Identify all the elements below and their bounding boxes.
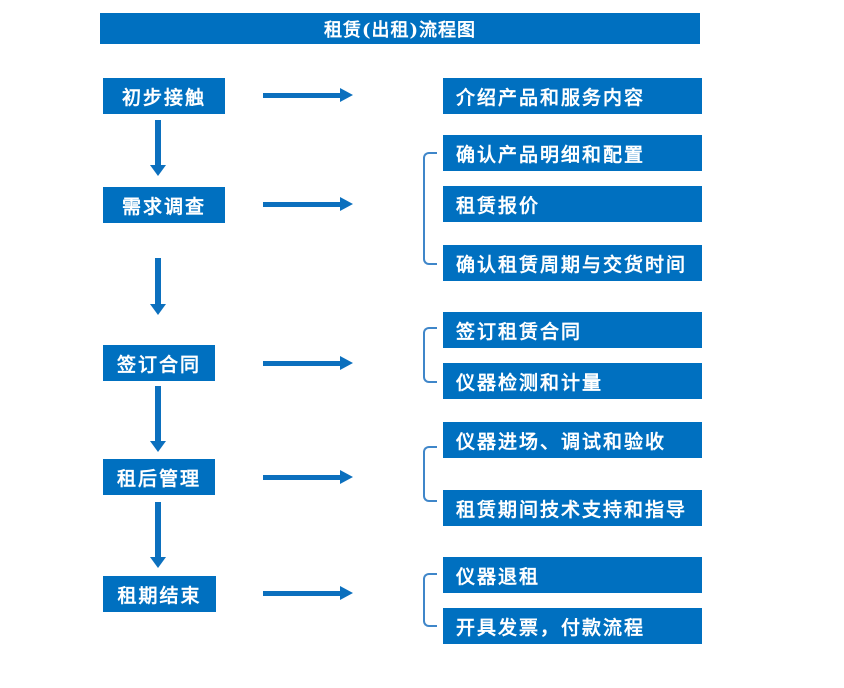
step-box-initial-contact: 初步接触 (103, 78, 225, 114)
arrow-head (150, 557, 166, 568)
output-label: 确认产品明细和配置 (456, 143, 646, 166)
output-box-introduce-products: 介绍产品和服务内容 (443, 78, 702, 114)
arrow-head (150, 165, 166, 176)
output-label: 租赁报价 (456, 194, 541, 217)
arrow-right-icon (263, 197, 353, 211)
group-bracket (423, 152, 437, 265)
output-box-sign-lease-contract: 签订租赁合同 (443, 312, 702, 348)
step-label: 租期结束 (117, 584, 202, 607)
arrow-right-icon (263, 356, 353, 370)
title-banner: 租赁(出租)流程图 (100, 13, 700, 44)
arrow-shaft (155, 386, 161, 441)
step-label: 需求调查 (121, 195, 206, 218)
output-box-confirm-product-details: 确认产品明细和配置 (443, 135, 702, 171)
step-label: 签订合同 (116, 353, 201, 376)
arrow-head (340, 586, 353, 600)
arrow-head (340, 197, 353, 211)
step-label: 初步接触 (121, 86, 206, 109)
arrow-shaft (263, 361, 341, 366)
output-label: 租赁期间技术支持和指导 (456, 498, 688, 521)
arrow-shaft (263, 93, 341, 98)
step-box-demand-survey: 需求调查 (103, 187, 225, 223)
output-label: 签订租赁合同 (456, 320, 583, 343)
group-bracket (423, 327, 437, 383)
arrow-shaft (263, 202, 341, 207)
arrow-shaft (263, 475, 341, 480)
arrow-head (340, 470, 353, 484)
output-box-instrument-setup-acceptance: 仪器进场、调试和验收 (443, 422, 702, 458)
output-box-rental-quotation: 租赁报价 (443, 186, 702, 222)
page-title: 租赁(出租)流程图 (323, 19, 477, 41)
arrow-head (150, 441, 166, 452)
output-label: 开具发票，付款流程 (456, 616, 646, 639)
arrow-down-icon (150, 258, 166, 315)
arrow-shaft (263, 591, 341, 596)
group-bracket (423, 446, 437, 502)
arrow-head (340, 356, 353, 370)
output-label: 确认租赁周期与交货时间 (456, 253, 688, 276)
step-box-post-rental-management: 租后管理 (103, 459, 215, 495)
step-label: 租后管理 (116, 467, 201, 490)
output-label: 仪器检测和计量 (456, 371, 604, 394)
output-label: 介绍产品和服务内容 (456, 86, 646, 109)
output-box-confirm-lease-period: 确认租赁周期与交货时间 (443, 245, 702, 281)
arrow-shaft (155, 502, 161, 557)
step-box-lease-end: 租期结束 (103, 576, 216, 612)
arrow-down-icon (150, 120, 166, 176)
arrow-right-icon (263, 470, 353, 484)
arrow-head (340, 88, 353, 102)
output-label: 仪器进场、调试和验收 (456, 430, 667, 453)
arrow-right-icon (263, 88, 353, 102)
step-box-sign-contract: 签订合同 (103, 345, 215, 381)
arrow-down-icon (150, 502, 166, 568)
output-label: 仪器退租 (456, 565, 541, 588)
arrow-shaft (155, 120, 161, 165)
arrow-shaft (155, 258, 161, 304)
arrow-down-icon (150, 386, 166, 452)
arrow-right-icon (263, 586, 353, 600)
output-box-instrument-inspection: 仪器检测和计量 (443, 363, 702, 399)
arrow-head (150, 304, 166, 315)
output-box-technical-support: 租赁期间技术支持和指导 (443, 490, 702, 526)
group-bracket (423, 573, 437, 627)
output-box-instrument-return: 仪器退租 (443, 557, 702, 593)
output-box-invoice-payment: 开具发票，付款流程 (443, 608, 702, 644)
